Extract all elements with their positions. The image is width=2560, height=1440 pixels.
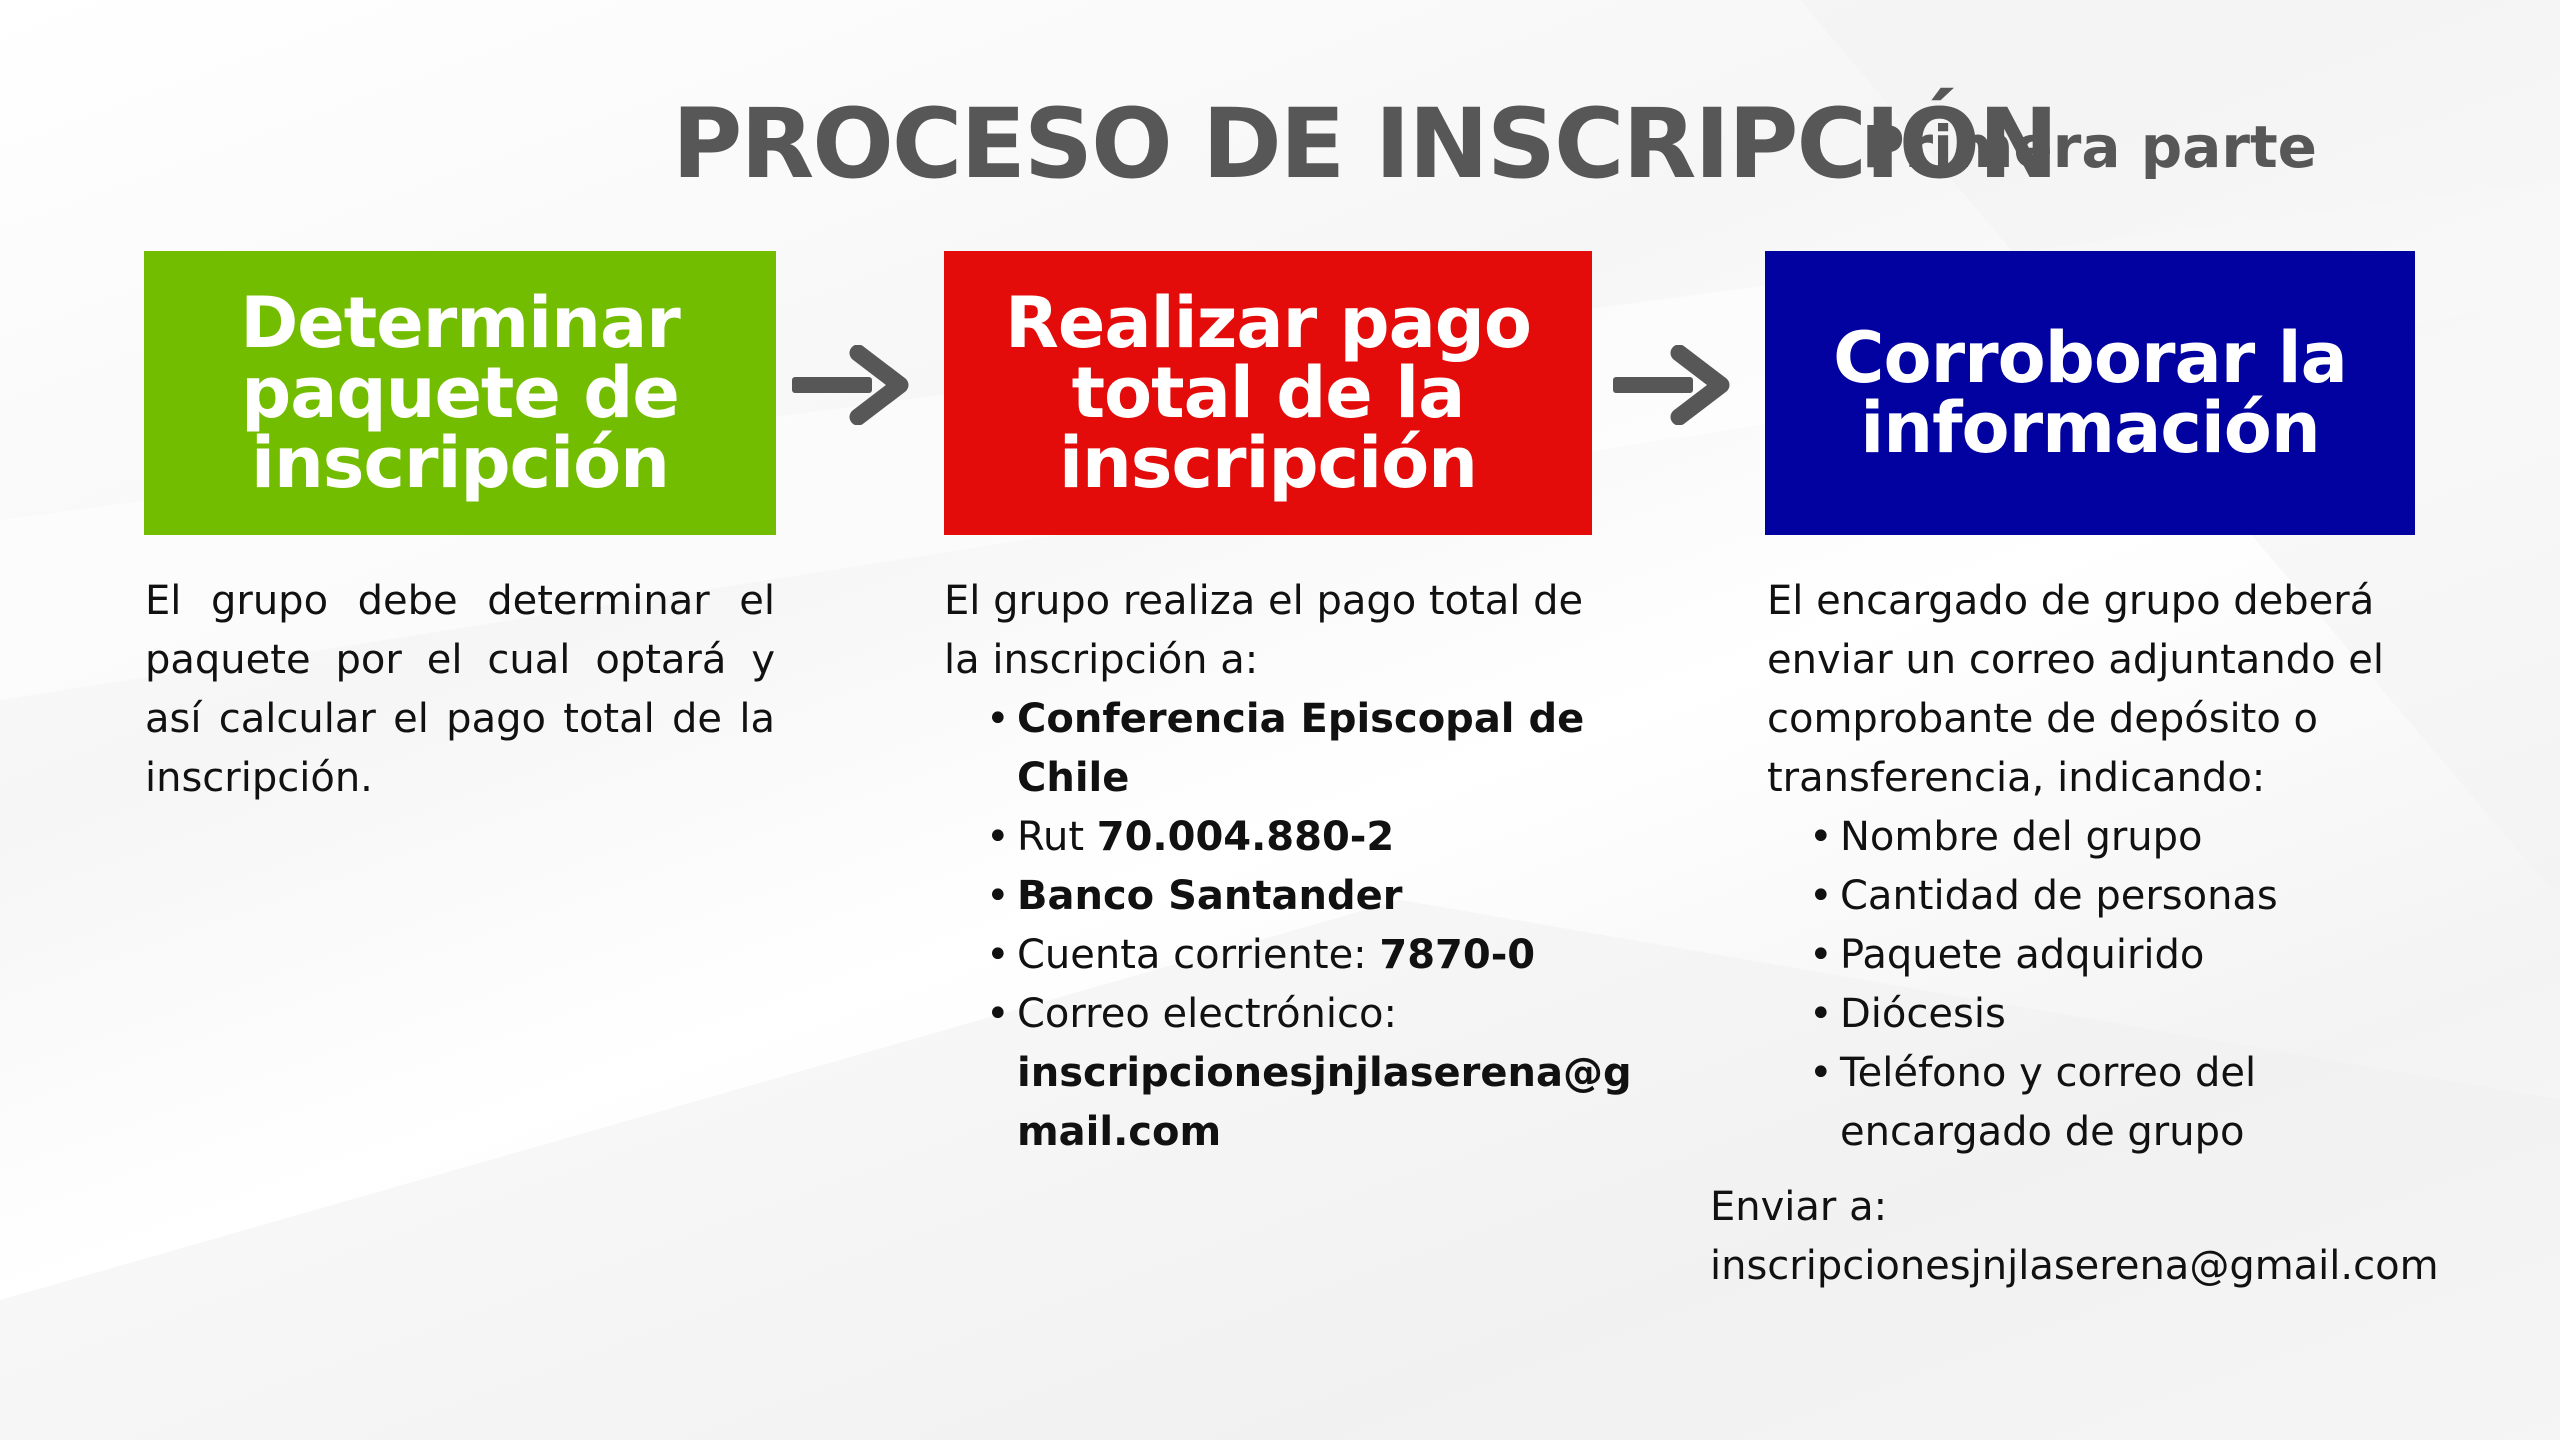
step-3-bullet-list: Nombre del grupo Cantidad de personas Pa…	[1767, 808, 2467, 1162]
list-item: Conferencia Episcopal de Chile	[944, 690, 1604, 808]
bullet-bold: 70.004.880-2	[1096, 814, 1395, 860]
email-line: inscripcionesjnjlaserena@g	[1017, 1050, 1632, 1096]
bullet-label: Correo electrónico:	[1017, 991, 1397, 1037]
bullet-label: Cuenta corriente:	[1017, 932, 1380, 978]
step-1-title-line: inscripción	[250, 422, 670, 504]
list-item: Teléfono y correo del encargado de grupo	[1767, 1044, 2360, 1162]
arrow-right-icon	[1613, 345, 1730, 425]
list-item: Cantidad de personas	[1767, 867, 2467, 926]
step-3-title-line: Corroborar la	[1833, 317, 2348, 399]
arrow-right-icon	[792, 345, 909, 425]
step-2-title-line: inscripción	[1058, 422, 1478, 504]
list-item: Banco Santander	[944, 867, 1604, 926]
step-2-title: Realizar pago total de la inscripción	[1004, 282, 1532, 504]
step-2-bullet-list: Conferencia Episcopal de Chile Rut 70.00…	[944, 690, 1632, 1162]
step-1-box: Determinar paquete de inscripción	[144, 251, 776, 535]
bullet-bold: 7870-0	[1379, 932, 1536, 978]
step-1-title: Determinar paquete de inscripción	[240, 282, 681, 504]
list-item: Cuenta corriente: 7870-0	[944, 926, 1604, 985]
step-1-description: El grupo debe determinar el paquete por …	[145, 572, 775, 808]
step-3-intro-line: enviar un correo adjuntando el	[1767, 637, 2384, 683]
email-line: mail.com	[1017, 1109, 1222, 1155]
step-2-title-line: total de la	[1071, 352, 1466, 434]
bullet-label: Rut	[1017, 814, 1097, 860]
step-1-description-text: El grupo debe determinar el paquete por …	[145, 578, 775, 801]
page-title: PROCESO DE INSCRIPCIÓN	[672, 88, 2059, 200]
list-item: Correo electrónico: inscripcionesjnjlase…	[944, 985, 1632, 1162]
page-subtitle: Primera parte	[1862, 113, 2318, 181]
step-3-title: Corroborar la información	[1833, 317, 2348, 469]
step-3-description: El encargado de grupo deberá enviar un c…	[1767, 572, 2467, 1162]
send-to-email: inscripcionesjnjlaserena@gmail.com	[1710, 1243, 2439, 1289]
list-item: Nombre del grupo	[1767, 808, 2467, 867]
step-2-title-line: Realizar pago	[1004, 282, 1532, 364]
step-3-title-line: información	[1860, 387, 2320, 469]
header: PROCESO DE INSCRIPCIÓN Primera parte	[0, 80, 2560, 200]
list-item: Paquete adquirido	[1767, 926, 2467, 985]
step-2-box: Realizar pago total de la inscripción	[944, 251, 1592, 535]
bullet-bold: Conferencia Episcopal de Chile	[1017, 696, 1585, 801]
step-2-description: El grupo realiza el pago total de la ins…	[944, 572, 1632, 1162]
step-1-title-line: paquete de	[241, 352, 680, 434]
step-3-intro-line: transferencia, indicando:	[1767, 755, 2266, 801]
step-2-intro: El grupo realiza el pago total de la ins…	[944, 578, 1584, 683]
step-1-title-line: Determinar	[240, 282, 681, 364]
send-to-label: Enviar a:	[1710, 1184, 1888, 1230]
step-3-intro-line: comprobante de depósito o	[1767, 696, 2318, 742]
send-to: Enviar a: inscripcionesjnjlaserena@gmail…	[1710, 1178, 2550, 1296]
step-3-intro-line: El encargado de grupo deberá	[1767, 578, 2375, 624]
list-item: Diócesis	[1767, 985, 2467, 1044]
step-3-box: Corroborar la información	[1765, 251, 2415, 535]
list-item: Rut 70.004.880-2	[944, 808, 1604, 867]
bullet-bold: Banco Santander	[1017, 873, 1403, 919]
